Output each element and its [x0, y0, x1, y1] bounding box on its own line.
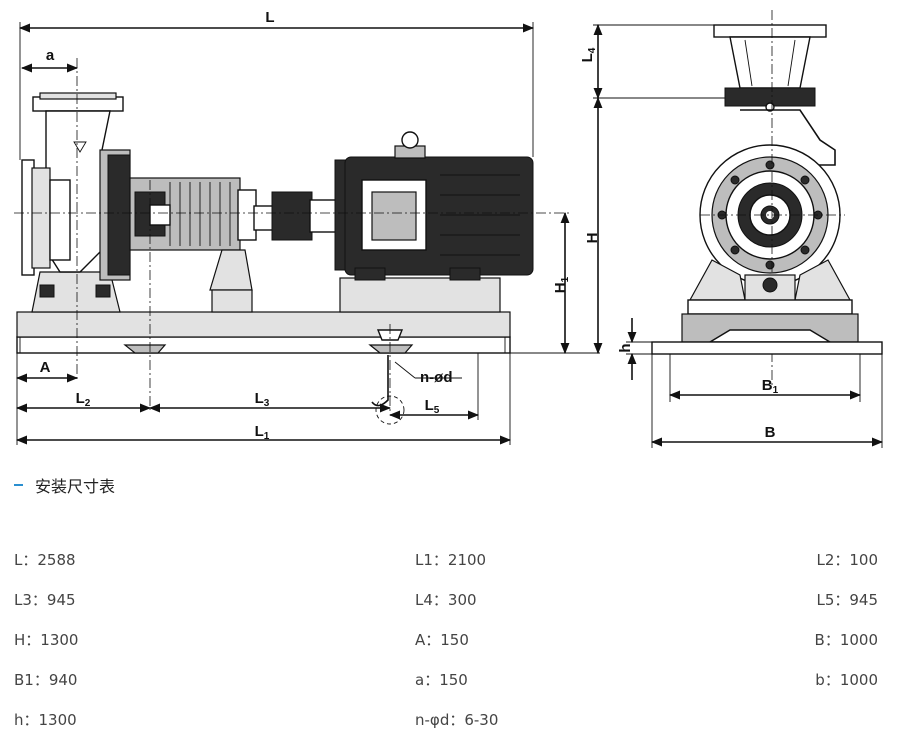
label-L4: L4 — [579, 47, 598, 62]
spec-L2: L2：100 — [816, 551, 878, 569]
foundation-bolt — [371, 355, 389, 407]
motor-base — [339, 277, 501, 313]
label-L: L — [265, 9, 274, 26]
baseplate — [16, 336, 511, 354]
spec-B1: B1：940 — [14, 671, 78, 689]
heading-accent-bar — [14, 484, 23, 486]
label-H: H — [584, 233, 601, 244]
spec-h: h：1300 — [14, 711, 77, 729]
front-view: L a H1 A L2 L3 L5 n-ød L1 — [14, 9, 600, 445]
spec-A: A：150 — [415, 631, 469, 649]
label-B1: B1 — [762, 377, 779, 396]
label-L2: L2 — [76, 390, 91, 409]
label-B: B — [765, 424, 776, 441]
spec-L4: L4：300 — [415, 591, 477, 609]
label-a: a — [46, 47, 55, 64]
side-view: L4 H h B1 B — [579, 10, 884, 448]
spec-L1: L1：2100 — [415, 551, 487, 569]
spec-b: b：1000 — [815, 671, 878, 689]
label-h: h — [617, 343, 634, 352]
label-H1: H1 — [552, 276, 571, 293]
spec-a: a：150 — [415, 671, 468, 689]
outlet-nozzle — [729, 36, 811, 89]
spec-H: H：1300 — [14, 631, 79, 649]
section-heading: 安装尺寸表 — [14, 474, 115, 496]
pump-installation-drawing: L a H1 A L2 L3 L5 n-ød L1 — [14, 9, 884, 448]
spec-L5: L5：945 — [816, 591, 878, 609]
label-n-phi-d: n-ød — [420, 369, 452, 386]
label-L3: L3 — [255, 390, 270, 409]
label-L5: L5 — [425, 397, 440, 416]
coupling — [271, 191, 313, 241]
section-title: 安装尺寸表 — [35, 477, 116, 496]
lifting-eye-icon — [401, 131, 419, 149]
spec-B: B：1000 — [814, 631, 878, 649]
label-L1: L1 — [255, 423, 270, 442]
spec-L: L：2588 — [14, 551, 76, 569]
side-baseplate — [651, 341, 883, 355]
spec-L3: L3：945 — [14, 591, 76, 609]
label-A: A — [40, 359, 51, 376]
spec-n-phi-d: n-φd：6-30 — [415, 711, 499, 729]
